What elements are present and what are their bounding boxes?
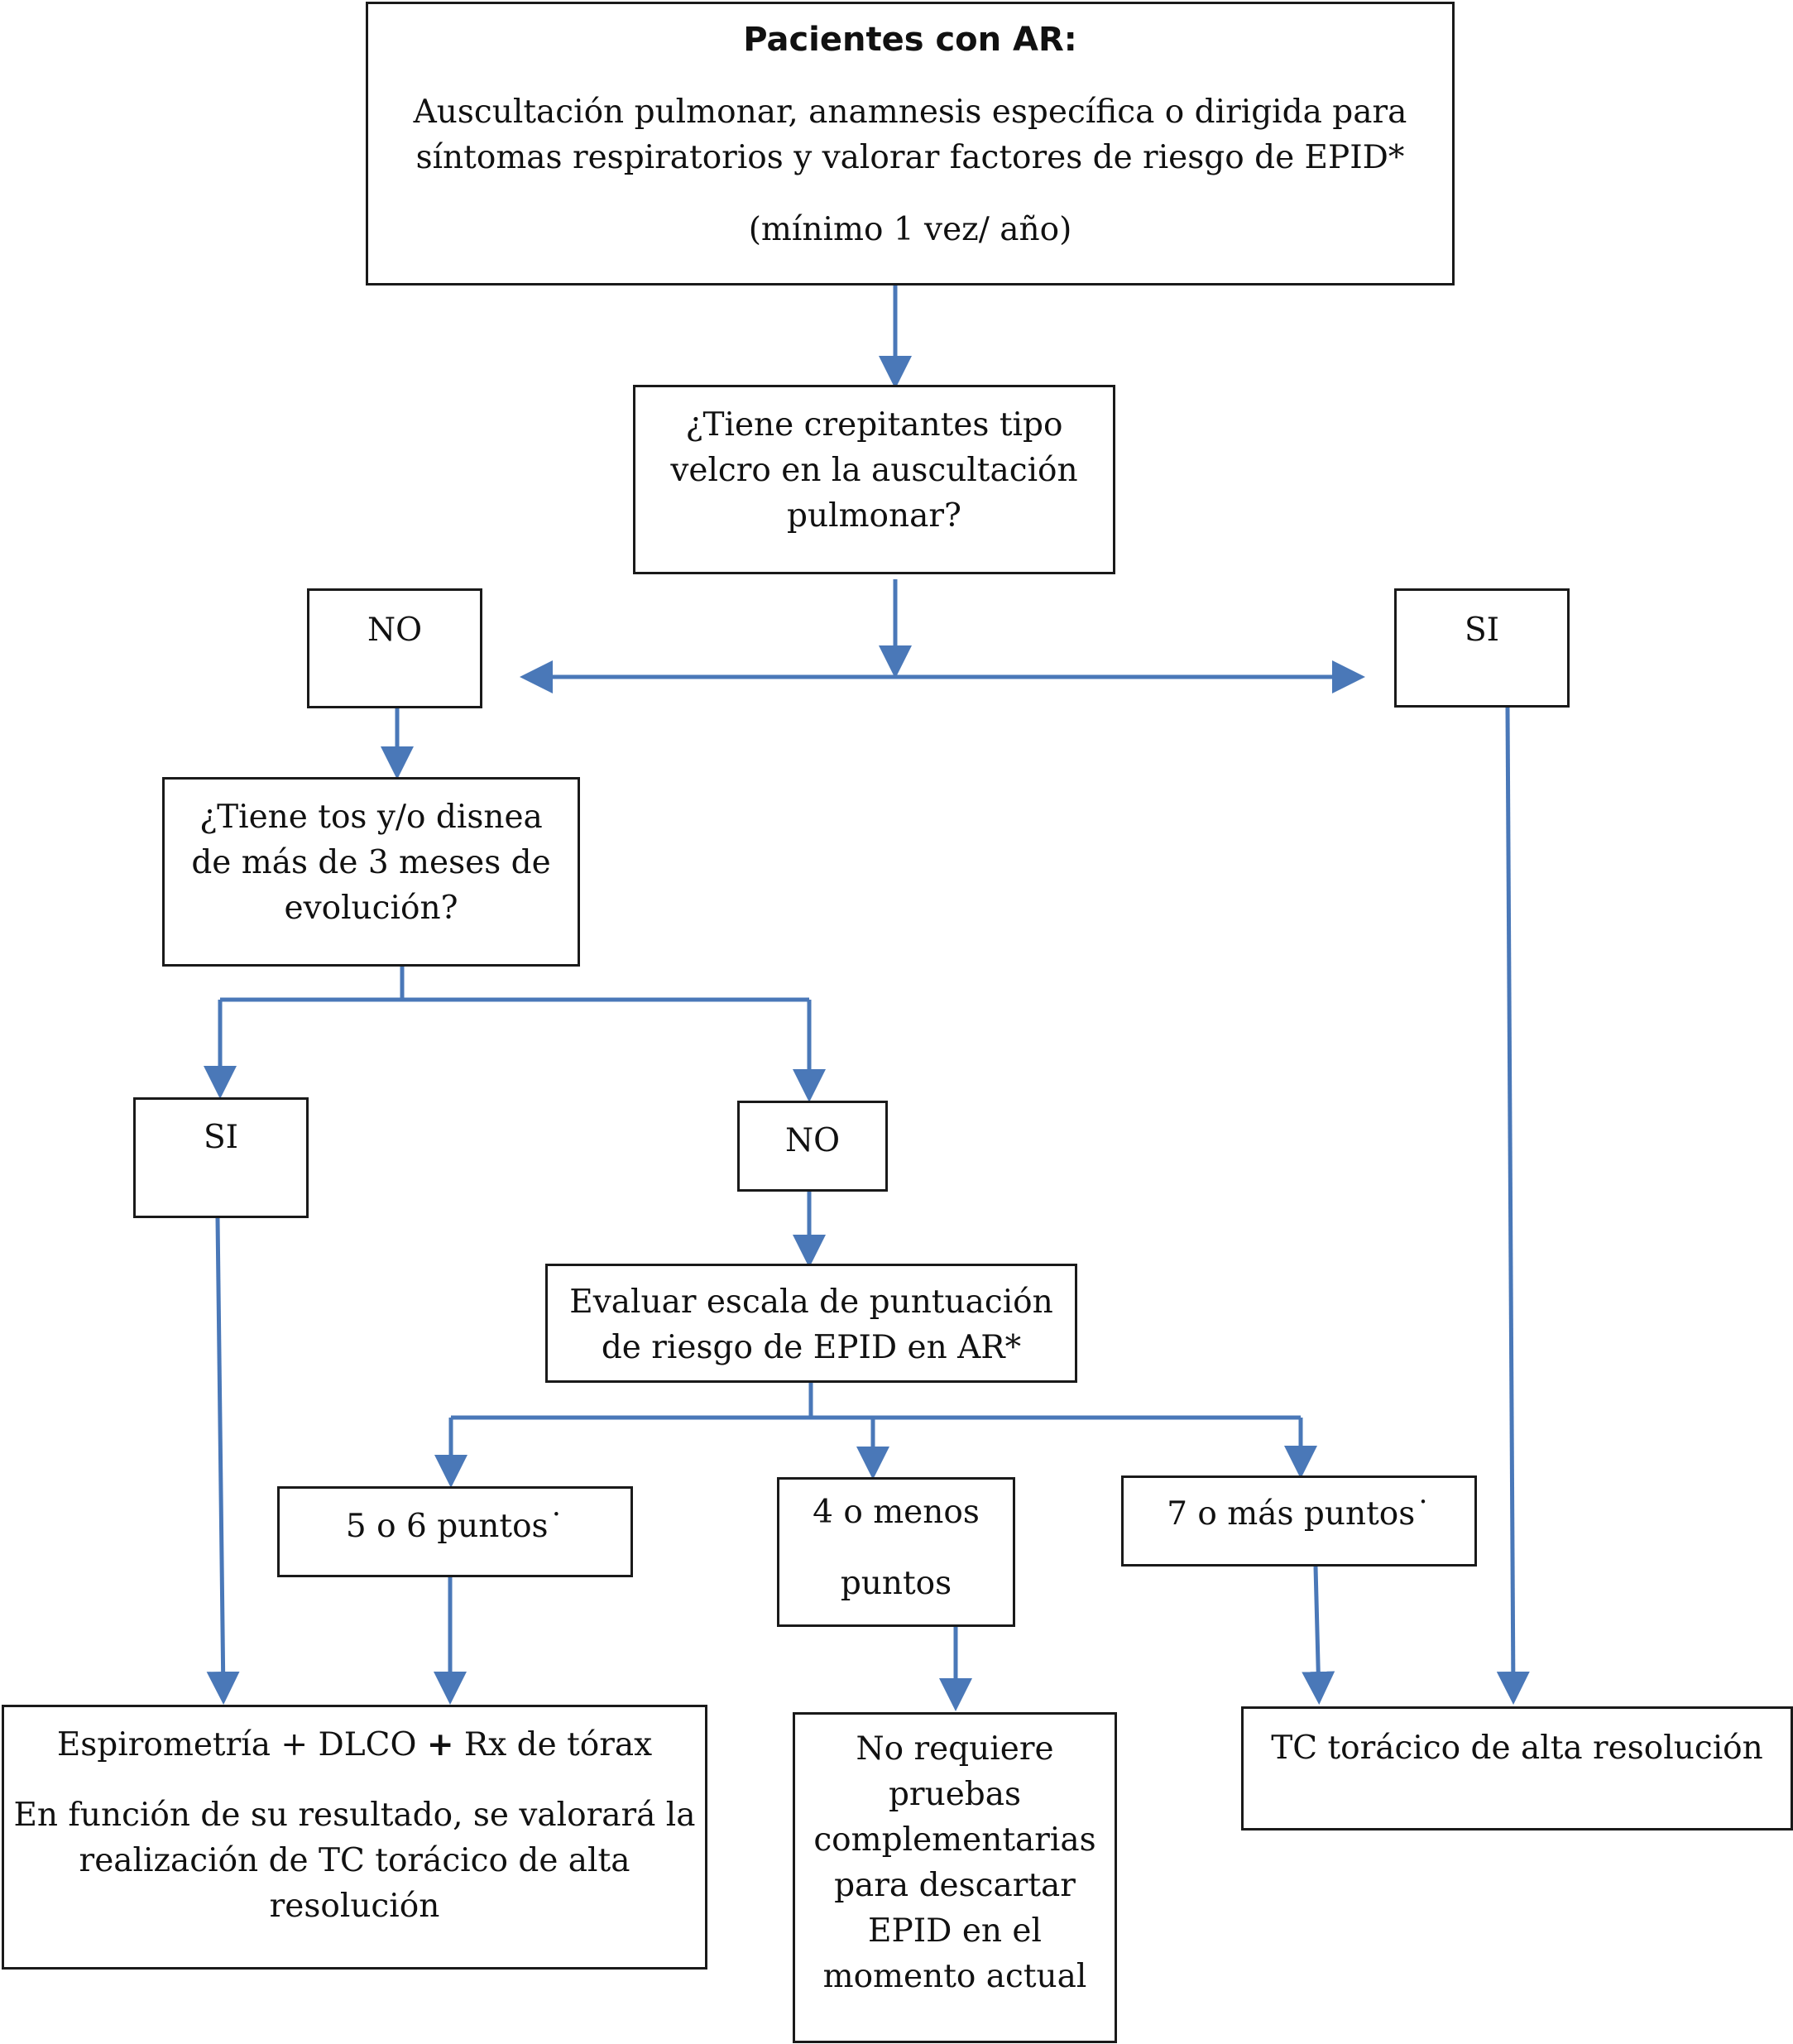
- spiro-line-2: En función de su resultado, se valorará …: [13, 1797, 696, 1834]
- score-7-plus-label: 7 o más puntos˙: [1167, 1495, 1431, 1533]
- q1-line-2: velcro en la auscultación: [670, 452, 1078, 489]
- evaluate-score-box: Evaluar escala de puntuación de riesgo d…: [545, 1264, 1077, 1383]
- none-line-1: No requiere: [856, 1730, 1054, 1768]
- answer-si-cough-box: SI: [133, 1097, 309, 1218]
- score-4-less-line-1: 4 o menos: [813, 1494, 980, 1531]
- answer-si-label: SI: [1464, 612, 1500, 649]
- answer-no-cough-label: NO: [784, 1122, 841, 1159]
- arrow-7-plus-to-tc: [1302, 1566, 1335, 1705]
- start-line-1: Auscultación pulmonar, anamnesis específ…: [413, 94, 1407, 131]
- start-line-2: síntomas respiratorios y valorar factore…: [415, 139, 1405, 176]
- start-title: Pacientes con AR:: [743, 21, 1077, 59]
- tc-label: TC torácico de alta resolución: [1271, 1730, 1763, 1767]
- answer-si-box: SI: [1394, 588, 1570, 708]
- spiro-plus-sign: +: [426, 1726, 454, 1763]
- q2-line-3: evolución?: [284, 890, 458, 927]
- spiro-line-1: Espirometría + DLCO + Rx de tórax: [57, 1722, 652, 1768]
- arrow-si-to-tc: [1496, 707, 1530, 1705]
- evaluate-line-1: Evaluar escala de puntuación: [569, 1283, 1053, 1321]
- none-line-6: momento actual: [822, 1958, 1087, 1995]
- q2-line-1: ¿Tiene tos y/o disnea: [199, 799, 543, 836]
- start-box: Pacientes con AR: Auscultación pulmonar,…: [366, 2, 1455, 285]
- none-line-3: complementarias: [813, 1821, 1096, 1859]
- question-crepitants-box: ¿Tiene crepitantes tipo velcro en la aus…: [633, 385, 1115, 574]
- q1-line-1: ¿Tiene crepitantes tipo: [685, 406, 1063, 444]
- none-line-2: pruebas: [888, 1776, 1022, 1813]
- spiro-line-4: resolución: [269, 1888, 440, 1925]
- q2-line-2: de más de 3 meses de: [191, 844, 551, 881]
- score-5-6-label: 5 o 6 puntos˙: [345, 1508, 565, 1545]
- evaluate-line-2: de riesgo de EPID en AR*: [601, 1329, 1022, 1366]
- outcome-no-tests-box: No requiere pruebas complementarias para…: [793, 1712, 1117, 2043]
- answer-no-cough-box: NO: [737, 1101, 888, 1192]
- start-line-3: (mínimo 1 vez/ año): [748, 211, 1072, 248]
- answer-si-cough-label: SI: [203, 1119, 239, 1156]
- spiro-line-1-b: Rx de tórax: [453, 1726, 653, 1763]
- score-5-6-box: 5 o 6 puntos˙: [277, 1486, 633, 1577]
- none-line-5: EPID en el: [868, 1912, 1042, 1950]
- spiro-line-3: realización de TC torácico de alta: [79, 1842, 630, 1879]
- outcome-spirometry-box: Espirometría + DLCO + Rx de tórax En fun…: [2, 1705, 707, 1970]
- answer-no-box: NO: [307, 588, 482, 708]
- score-4-less-line-2: puntos: [840, 1565, 952, 1602]
- spiro-line-1-a: Espirometría + DLCO: [56, 1726, 427, 1763]
- score-4-less-box: 4 o menos puntos: [777, 1477, 1015, 1627]
- answer-no-label: NO: [367, 612, 423, 649]
- none-line-4: para descartar: [834, 1867, 1076, 1904]
- outcome-tc-box: TC torácico de alta resolución: [1241, 1706, 1793, 1830]
- q1-line-3: pulmonar?: [787, 497, 961, 535]
- arrow-si-to-spiro: [206, 1217, 240, 1705]
- question-cough-box: ¿Tiene tos y/o disnea de más de 3 meses …: [162, 777, 580, 967]
- score-7-plus-box: 7 o más puntos˙: [1121, 1475, 1477, 1567]
